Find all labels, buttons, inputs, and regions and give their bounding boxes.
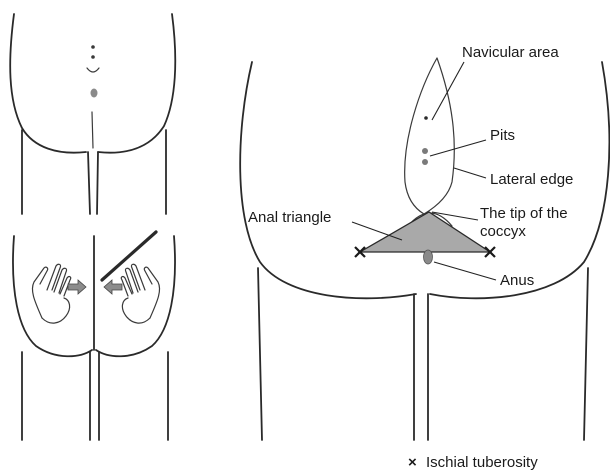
legend-text: Ischial tuberosity (426, 454, 538, 471)
navicular-center-dot (424, 116, 428, 120)
leader-anal-triangle (352, 222, 402, 240)
label-coccyx-tip-line1: The tip of the (480, 205, 568, 222)
leader-anus (434, 262, 496, 280)
arrow-left-icon (104, 280, 122, 294)
leader-lateral-edge (454, 168, 486, 178)
arrow-right-icon (68, 280, 86, 294)
leader-navicular (432, 62, 464, 120)
leader-pits (430, 140, 486, 156)
legend-symbol: × (408, 454, 417, 471)
label-anus: Anus (500, 272, 534, 289)
label-coccyx-tip-line2: coccyx (480, 223, 526, 240)
right-hand-icon (121, 264, 159, 323)
pit-dot-upper (422, 148, 428, 154)
label-navicular-area: Navicular area (462, 44, 559, 61)
buttocks-figure-bottom (13, 232, 175, 440)
anus-mark (424, 250, 433, 264)
anus-mark-top (91, 89, 98, 98)
instrument-stick (102, 232, 156, 280)
left-hand-icon (32, 264, 70, 323)
buttocks-figure-top (10, 14, 175, 214)
buttocks-figure-main: Navicular area Pits Lateral edge Anal tr… (240, 44, 609, 440)
pit-dot-lower (422, 159, 428, 165)
pit-dot-top-a (91, 45, 95, 49)
label-pits: Pits (490, 127, 515, 144)
label-lateral-edge: Lateral edge (490, 171, 573, 188)
legend: × Ischial tuberosity (408, 454, 538, 471)
navicular-area-outline (405, 58, 455, 214)
label-anal-triangle: Anal triangle (248, 209, 331, 226)
pit-dot-top-b (91, 55, 95, 59)
